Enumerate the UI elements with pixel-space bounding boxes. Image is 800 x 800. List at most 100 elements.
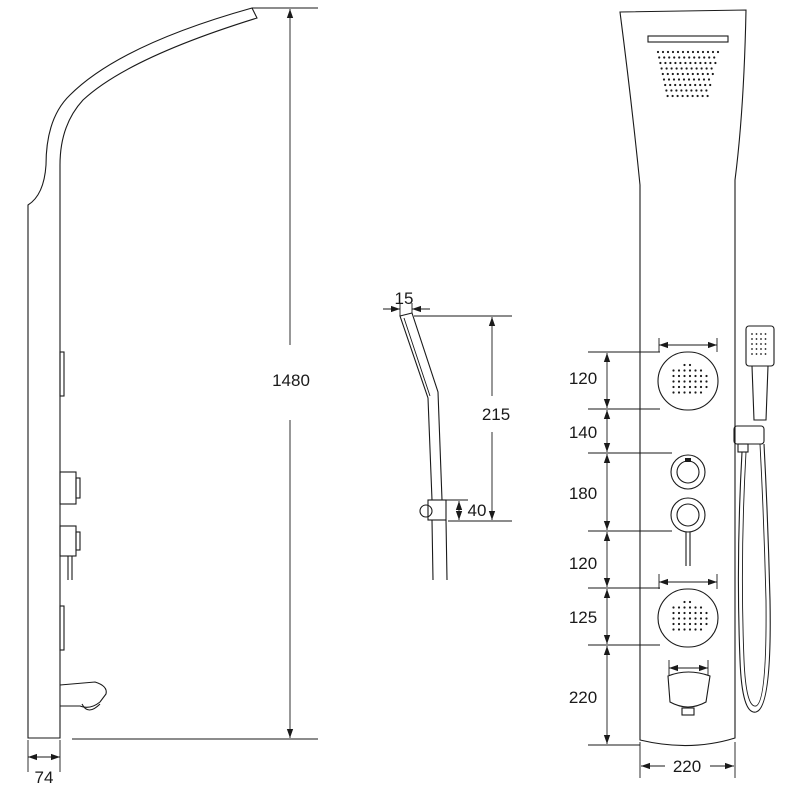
nozzle-dot	[699, 61, 702, 65]
nozzle-dot	[661, 72, 664, 76]
nozzle-dot	[677, 628, 681, 631]
nozzle-dot	[686, 72, 689, 76]
nozzle-dot	[710, 67, 713, 70]
nozzle-dot	[669, 61, 672, 65]
nozzle-dot	[760, 353, 762, 355]
nozzle-dot	[703, 56, 706, 59]
nozzle-dot	[660, 67, 663, 70]
nozzle-dot	[696, 94, 699, 98]
nozzle-dot	[672, 611, 675, 615]
side-thermostat-cap	[75, 477, 81, 499]
rain-shower-nozzles	[656, 50, 720, 98]
shower-hose	[737, 443, 771, 713]
nozzle-dot	[760, 343, 762, 345]
nozzle-dot	[662, 78, 666, 81]
nozzle-dot	[694, 374, 697, 378]
nozzle-dot	[688, 606, 692, 609]
nozzle-dot	[677, 611, 681, 615]
nozzle-dot	[694, 606, 697, 609]
nozzle-dot	[694, 391, 697, 394]
nozzle-dot	[699, 385, 703, 389]
nozzle-dot	[704, 83, 707, 87]
nozzle-dot	[664, 83, 667, 87]
nozzle-dot	[690, 89, 693, 92]
nozzle-dot	[682, 78, 686, 81]
nozzle-dot	[677, 369, 681, 372]
nozzle-dot	[751, 343, 753, 345]
nozzle-dot	[705, 611, 708, 615]
nozzle-dot	[699, 628, 703, 631]
nozzle-dot	[691, 50, 695, 54]
nozzle-dot	[677, 385, 681, 389]
nozzle-dot	[696, 72, 699, 76]
nozzle-dot	[680, 89, 683, 92]
front-hand-shower-nozzles	[751, 333, 767, 355]
nozzle-dot	[683, 56, 686, 59]
nozzle-dot	[673, 56, 676, 59]
nozzle-dot	[764, 348, 767, 350]
nozzle-dot	[764, 353, 767, 355]
nozzle-dot	[656, 50, 660, 54]
rain-shower-slot	[647, 35, 729, 43]
side-thermostat-knob	[59, 471, 77, 505]
nozzle-dot	[678, 56, 681, 59]
nozzle-dot	[688, 622, 692, 626]
nozzle-dot	[695, 67, 698, 70]
front-hand-shower-head	[745, 325, 775, 367]
nozzle-dot	[671, 72, 674, 76]
side-jet-upper	[59, 351, 65, 397]
nozzle-dot	[694, 385, 697, 389]
nozzle-dot	[687, 78, 691, 81]
side-jet-lower	[59, 605, 65, 651]
nozzle-dot	[764, 333, 767, 335]
nozzle-dot	[699, 83, 702, 87]
nozzle-dot	[676, 94, 679, 98]
thermostat-mark	[685, 458, 691, 462]
front-hand-shower-handle	[751, 365, 769, 421]
side-diverter-knob	[59, 525, 77, 557]
spacing-label-2: 140	[569, 423, 597, 442]
nozzle-dot	[694, 617, 697, 620]
nozzle-dot	[661, 50, 665, 54]
nozzle-dot	[676, 72, 679, 76]
nozzle-dot	[696, 50, 700, 54]
nozzle-dot	[692, 78, 696, 81]
shower-holder-bracket	[733, 425, 765, 445]
nozzle-dot	[683, 606, 686, 609]
thermostat-knob-inner	[676, 460, 700, 484]
nozzle-dot	[688, 391, 692, 394]
nozzle-dot	[760, 333, 762, 335]
nozzle-dot	[670, 89, 673, 92]
side-height-label: 1480	[272, 371, 310, 390]
nozzle-dot	[672, 369, 675, 372]
side-depth-label: 74	[35, 768, 54, 787]
side-spout	[59, 681, 107, 708]
front-spacing-dimensions: 120 140 180 120 125 220	[569, 351, 672, 746]
nozzle-dot	[705, 622, 708, 626]
nozzle-dot	[694, 61, 697, 65]
nozzle-dot	[679, 83, 682, 87]
spacing-label-3: 180	[569, 484, 597, 503]
nozzle-dot	[665, 89, 668, 92]
nozzle-dot	[699, 369, 703, 372]
nozzle-dot	[677, 391, 681, 394]
nozzle-dot	[698, 56, 701, 59]
nozzle-dot	[669, 83, 672, 87]
nozzle-dot	[683, 622, 686, 626]
nozzle-dot	[697, 78, 701, 81]
side-panel-outline	[27, 7, 258, 739]
nozzle-dot	[683, 611, 686, 615]
side-diverter-cap	[75, 531, 81, 551]
hs-height-label: 215	[482, 405, 510, 424]
body-jet-upper	[657, 351, 719, 411]
hand-shower-holder-knob	[419, 504, 433, 518]
front-view: 120 140 180 120 125 220 220	[569, 9, 775, 778]
nozzle-dot	[672, 391, 675, 394]
nozzle-dot	[705, 67, 708, 70]
nozzle-dot	[681, 72, 684, 76]
nozzle-dot	[683, 363, 686, 367]
nozzle-dot	[688, 600, 692, 604]
body-jet-upper-nozzles	[672, 363, 708, 394]
nozzle-dot	[706, 94, 709, 98]
